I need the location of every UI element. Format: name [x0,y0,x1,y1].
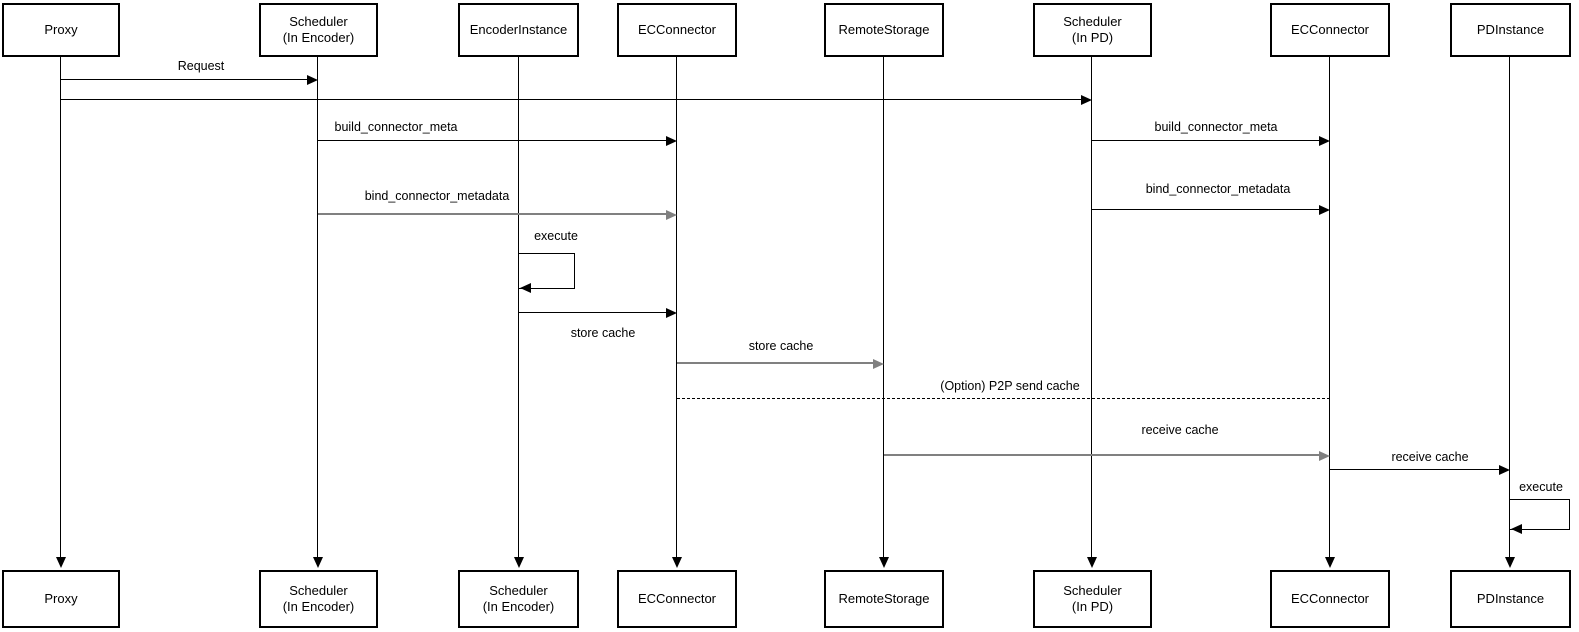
message-arrow-build-connector-meta-pd [1092,140,1322,141]
message-label-bind-connector-metadata-pd: bind_connector_metadata [1145,182,1291,196]
actor-bottom-scheduler-encoder-label: Scheduler (In Encoder) [282,583,355,614]
actor-top-ec-connector-label: ECConnector [637,22,717,37]
message-arrowhead-bind-connector-metadata-encoder [666,210,677,220]
message-arrowhead-build-connector-meta-encoder [666,136,677,146]
actor-bottom-ec-connector: ECConnector [617,570,737,628]
message-arrow-receive-cache-remote [884,454,1322,456]
lifeline-ec-connector [676,57,677,557]
actor-bottom-ec-connector-label: ECConnector [637,591,717,606]
message-selfloop-execute-encoder [519,253,575,289]
actor-bottom-scheduler-pd-label: Scheduler (In PD) [1063,583,1122,614]
actor-top-scheduler-pd: Scheduler (In PD) [1033,3,1152,57]
actor-top-ec-connector-pd-label: ECConnector [1290,22,1370,37]
lifeline-proxy [60,57,61,557]
message-label-build-connector-meta-encoder: build_connector_meta [334,120,458,134]
message-arrow-bind-connector-metadata-encoder [318,213,669,215]
actor-top-proxy: Proxy [2,3,120,57]
message-line-p2p-send-cache [677,398,1330,399]
message-arrowhead-proxy-to-scheduler-pd [1081,95,1092,105]
message-arrow-proxy-to-scheduler-pd [61,99,1084,100]
actor-top-remote-storage-label: RemoteStorage [838,22,930,37]
actor-bottom-scheduler-encoder: Scheduler (In Encoder) [259,570,378,628]
actor-bottom-pd-instance: PDInstance [1450,570,1571,628]
message-arrowhead-store-cache-remote [873,359,884,369]
message-arrowhead-receive-cache-remote [1319,451,1330,461]
actor-top-ec-connector-pd: ECConnector [1270,3,1390,57]
actor-top-scheduler-encoder-label: Scheduler (In Encoder) [282,14,355,45]
actor-top-pd-instance-label: PDInstance [1476,22,1545,37]
lifeline-encoder-instance [518,57,519,557]
actor-bottom-ec-connector-pd: ECConnector [1270,570,1390,628]
message-label-receive-cache-pd: receive cache [1391,450,1469,464]
lifeline-end-arrow-pd-instance [1505,557,1515,568]
lifeline-end-arrow-proxy [56,557,66,568]
lifeline-ec-connector-pd [1329,57,1330,557]
message-label-p2p-send-cache: (Option) P2P send cache [940,379,1080,393]
lifeline-end-arrow-ec-connector [672,557,682,568]
actor-top-pd-instance: PDInstance [1450,3,1571,57]
message-label-bind-connector-metadata-encoder: bind_connector_metadata [364,189,510,203]
lifeline-end-arrow-ec-connector-pd [1325,557,1335,568]
actor-top-encoder-instance-label: EncoderInstance [469,22,568,37]
message-label-execute-encoder: execute [534,229,578,243]
message-arrow-bind-connector-metadata-pd [1092,209,1322,210]
actor-bottom-proxy-label: Proxy [44,591,78,606]
message-arrow-store-cache-remote [677,362,876,364]
message-label-request: Request [177,59,225,73]
message-label-receive-cache-remote: receive cache [1141,423,1219,437]
actor-bottom-scheduler-encoder-2-label: Scheduler (In Encoder) [482,583,555,614]
lifeline-end-arrow-scheduler-pd [1087,557,1097,568]
actor-bottom-scheduler-pd: Scheduler (In PD) [1033,570,1152,628]
actor-bottom-pd-instance-label: PDInstance [1476,591,1545,606]
actor-top-proxy-label: Proxy [44,22,78,37]
message-label-build-connector-meta-pd: build_connector_meta [1154,120,1278,134]
message-arrowhead-build-connector-meta-pd [1319,136,1330,146]
message-arrowhead-bind-connector-metadata-pd [1319,205,1330,215]
lifeline-end-arrow-encoder-instance [514,557,524,568]
actor-bottom-remote-storage-label: RemoteStorage [838,591,930,606]
message-arrow-build-connector-meta-encoder [318,140,669,141]
actor-bottom-scheduler-encoder-2: Scheduler (In Encoder) [458,570,579,628]
message-label-store-cache-remote: store cache [748,339,814,353]
message-arrow-request [61,79,310,80]
actor-bottom-proxy: Proxy [2,570,120,628]
message-selfloop-execute-pd [1510,499,1570,530]
message-arrowhead-request [307,75,318,85]
message-arrowhead-execute-encoder [520,283,531,293]
actor-top-remote-storage: RemoteStorage [824,3,944,57]
lifeline-pd-instance [1509,57,1510,557]
message-arrow-store-cache-encoder [519,312,669,313]
actor-bottom-ec-connector-pd-label: ECConnector [1290,591,1370,606]
actor-top-encoder-instance: EncoderInstance [458,3,579,57]
lifeline-end-arrow-remote-storage [879,557,889,568]
lifeline-scheduler-encoder [317,57,318,557]
actor-top-scheduler-encoder: Scheduler (In Encoder) [259,3,378,57]
lifeline-end-arrow-scheduler-encoder [313,557,323,568]
lifeline-remote-storage [883,57,884,557]
message-arrowhead-store-cache-encoder [666,308,677,318]
message-arrowhead-execute-pd [1511,524,1522,534]
message-label-execute-pd: execute [1519,480,1563,494]
lifeline-scheduler-pd [1091,57,1092,557]
actor-bottom-remote-storage: RemoteStorage [824,570,944,628]
message-arrow-receive-cache-pd [1330,469,1502,470]
actor-top-scheduler-pd-label: Scheduler (In PD) [1063,14,1122,45]
actor-top-ec-connector: ECConnector [617,3,737,57]
message-arrowhead-receive-cache-pd [1499,465,1510,475]
message-label-store-cache-encoder: store cache [570,326,636,340]
